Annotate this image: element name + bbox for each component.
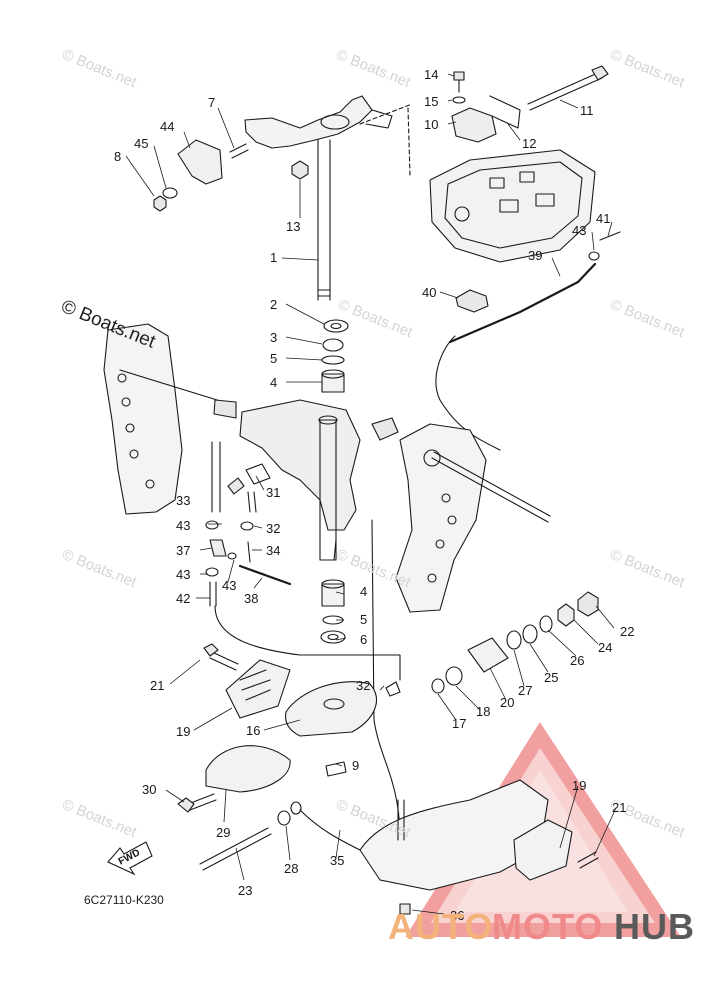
- callout-label: 43: [572, 223, 587, 238]
- callout-label: 14: [424, 67, 439, 82]
- callout-label: 4: [360, 584, 368, 599]
- callout-label: 25: [544, 670, 559, 685]
- callout-label: 43: [176, 567, 191, 582]
- callout-label: 15: [424, 94, 439, 109]
- fwd-arrow-icon: [107, 841, 153, 876]
- callout-label: 3: [270, 330, 278, 345]
- callout-label: 18: [476, 704, 491, 719]
- callout-label: 10: [424, 117, 439, 132]
- brand-text-moto: MOTO: [492, 906, 604, 947]
- callout-label: 4: [270, 375, 278, 390]
- callout-label: 1: [270, 250, 278, 265]
- callout-label: 29: [216, 825, 231, 840]
- callout-label: 33: [176, 493, 191, 508]
- callout-label: 27: [518, 683, 533, 698]
- callout-label: 9: [352, 758, 360, 773]
- callout-label: 16: [246, 723, 261, 738]
- drawing-code: 6C27110-K230: [84, 893, 164, 907]
- callout-label: 35: [330, 853, 345, 868]
- callout-label: 42: [176, 591, 191, 606]
- callout-label: 12: [522, 136, 537, 151]
- callout-label: 43: [222, 578, 237, 593]
- callout-label: 43: [176, 518, 191, 533]
- callout-label: 7: [208, 95, 216, 110]
- callout-label: 5: [270, 351, 278, 366]
- callout-label: 32: [356, 678, 371, 693]
- callout-label: 44: [160, 119, 175, 134]
- callout-label: 5: [360, 612, 368, 627]
- callout-label: 39: [528, 248, 543, 263]
- callout-label: 19: [176, 724, 191, 739]
- callout-label: 31: [266, 485, 281, 500]
- callout-label: 8: [114, 149, 122, 164]
- callout-label: 6: [360, 632, 368, 647]
- callout-label: 17: [452, 716, 467, 731]
- callout-label: 20: [500, 695, 515, 710]
- callout-label: 19: [572, 778, 587, 793]
- callout-label: 23: [238, 883, 253, 898]
- callout-label: 2: [270, 297, 278, 312]
- brand-logo-text: AUTO MOTO HUB: [388, 906, 708, 950]
- callout-label: 45: [134, 136, 149, 151]
- callout-label: 30: [142, 782, 157, 797]
- callout-label: 41: [596, 211, 611, 226]
- callout-label: 21: [612, 800, 627, 815]
- callout-label: 38: [244, 591, 259, 606]
- brand-text-auto: AUTO: [388, 906, 494, 947]
- brand-text-hub: HUB: [614, 906, 695, 947]
- callout-label: 11: [580, 103, 594, 118]
- callout-label: 13: [286, 219, 301, 234]
- callout-label: 34: [266, 543, 281, 558]
- callout-label: 28: [284, 861, 299, 876]
- callout-label: 32: [266, 521, 281, 536]
- callout-label: 26: [570, 653, 585, 668]
- callout-label: 21: [150, 678, 165, 693]
- callout-label: 22: [620, 624, 635, 639]
- callout-label: 40: [422, 285, 437, 300]
- callout-label: 36: [450, 908, 465, 923]
- callout-label: 37: [176, 543, 191, 558]
- callout-label: 24: [598, 640, 613, 655]
